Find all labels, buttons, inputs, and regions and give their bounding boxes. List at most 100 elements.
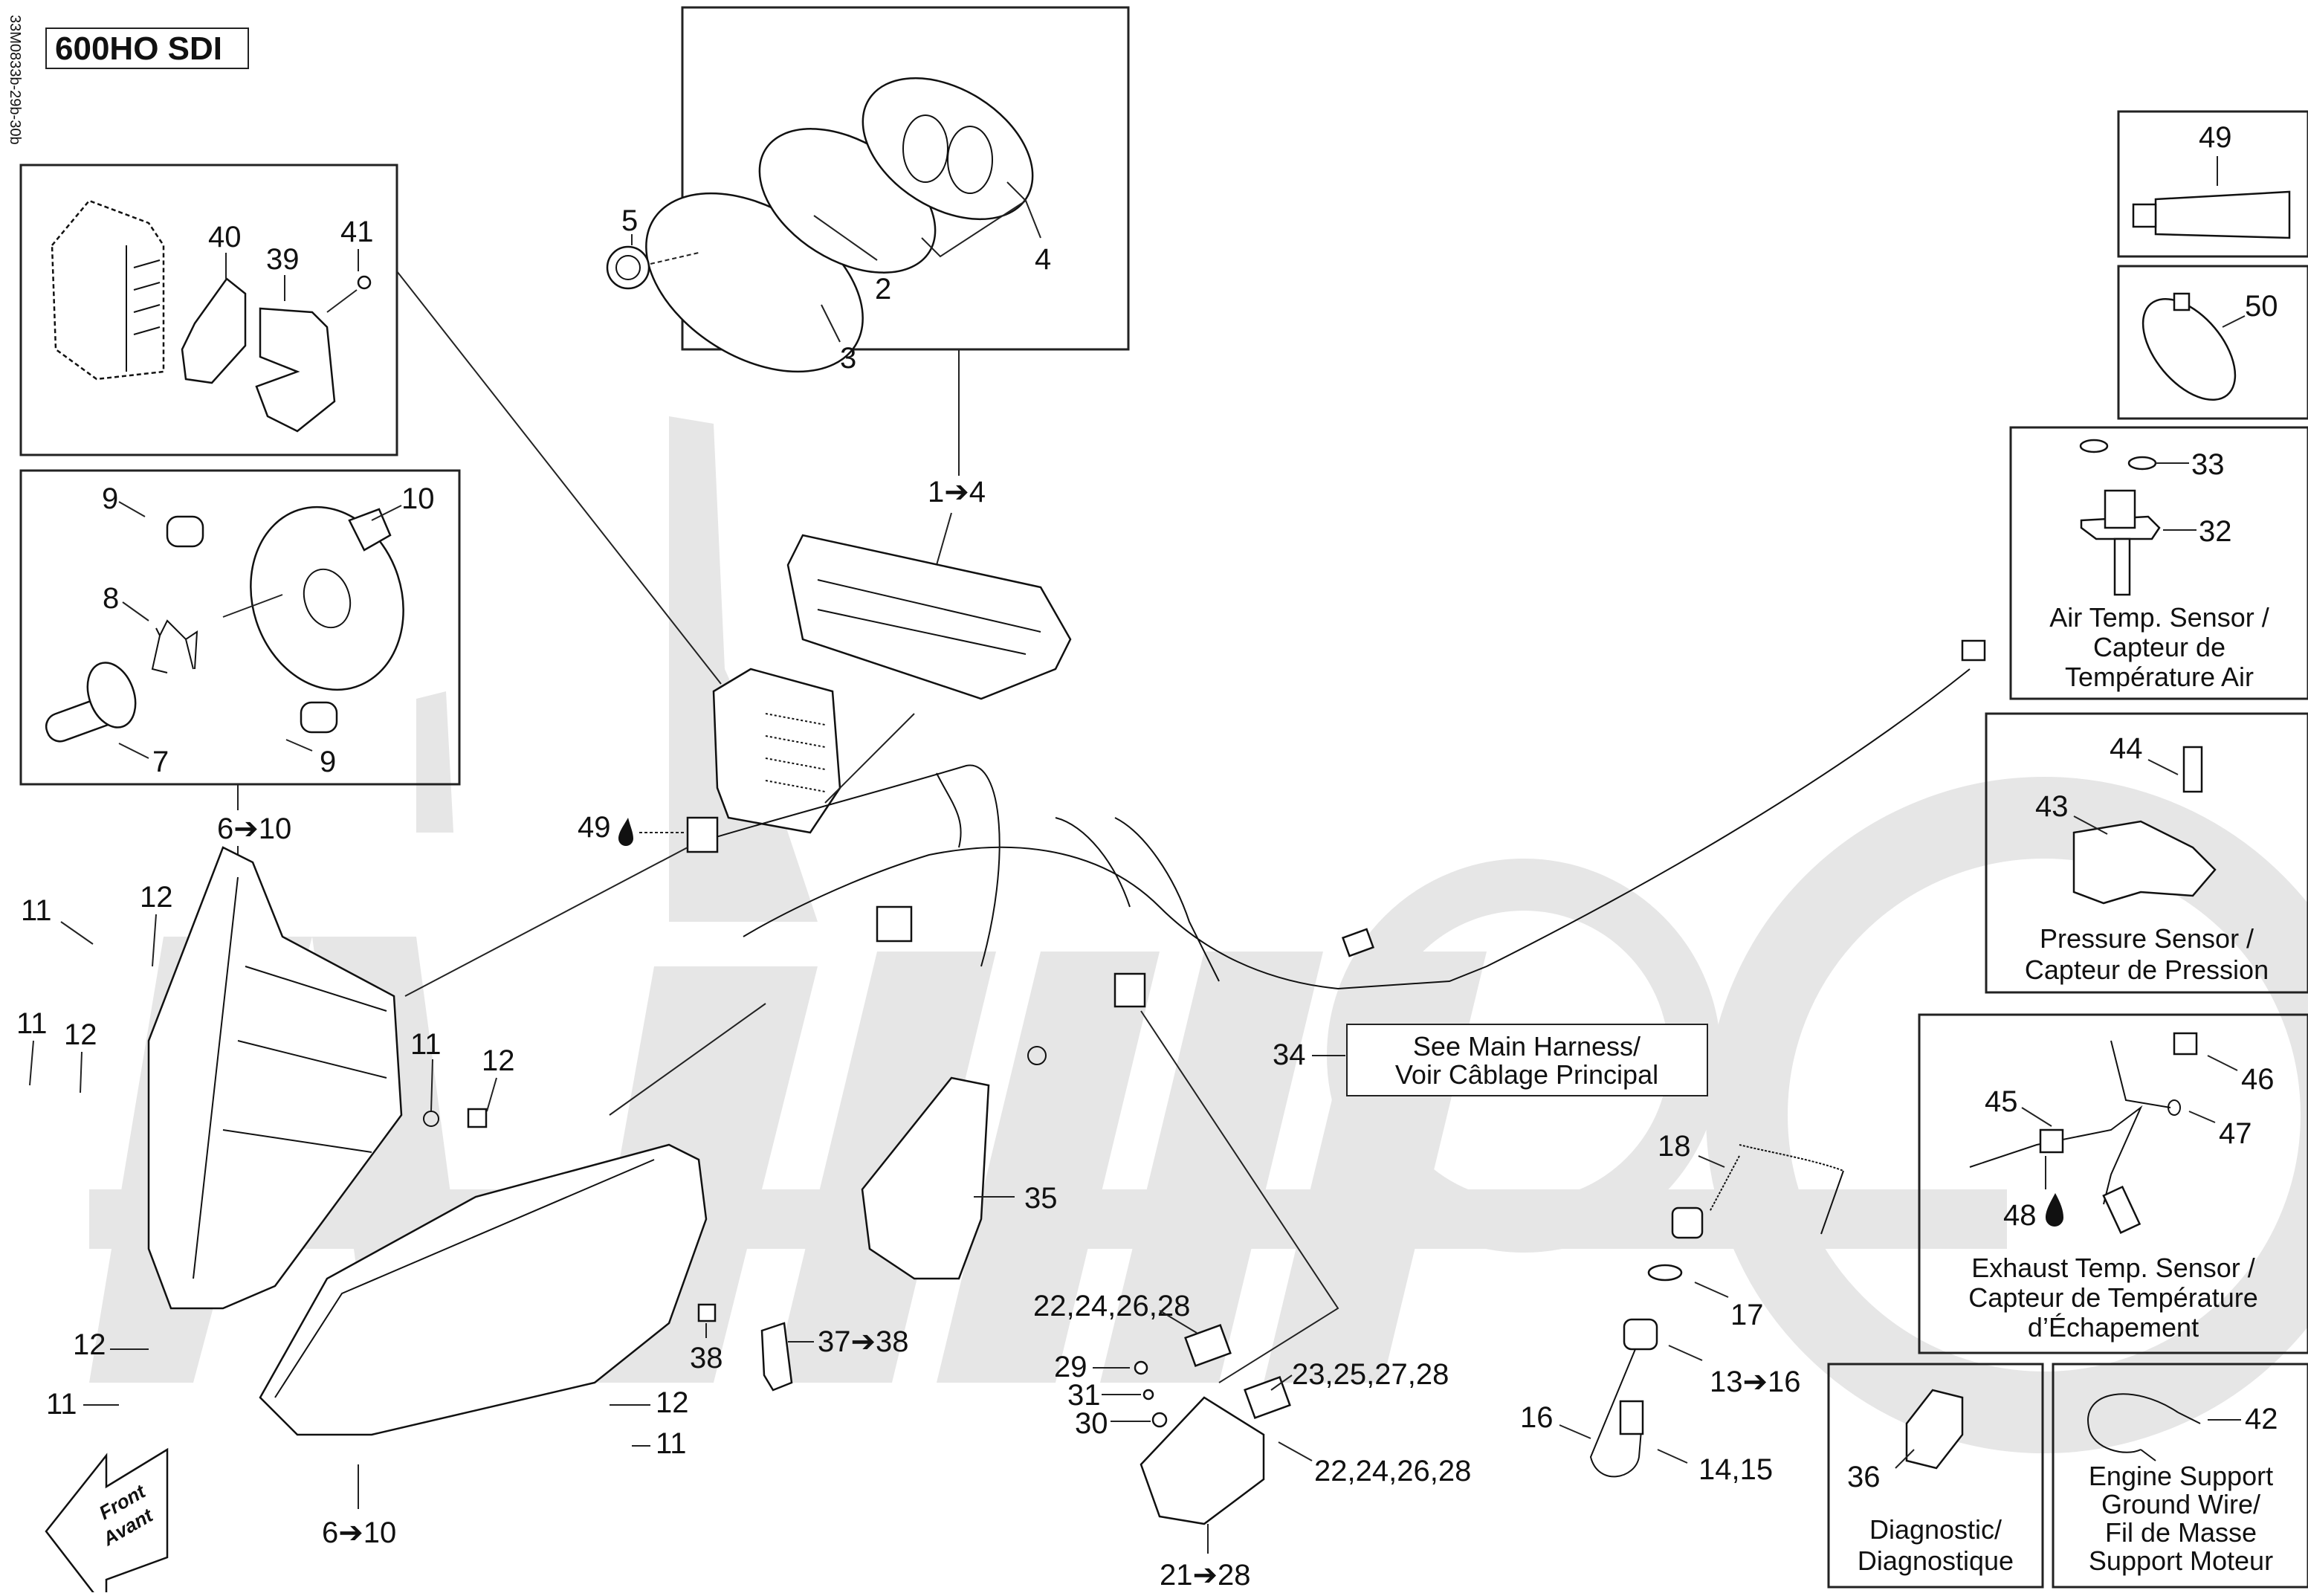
sensor-probe [2113, 537, 2131, 596]
callout-18: 18 [1658, 1130, 1691, 1163]
callout-11-b: 11 [16, 1007, 48, 1040]
panel-frame [681, 6, 1130, 351]
panel-frame [1918, 1013, 2308, 1354]
part-9-boot [166, 515, 204, 548]
callout-1-4: 1➔4 [928, 476, 986, 508]
part-17-ring [1647, 1264, 1683, 1282]
tie-strap [2141, 297, 2237, 401]
headlight-housing-left: 11 12 11 12 11 12 12 11 [16, 846, 515, 1421]
callout-8: 8 [103, 582, 119, 615]
ground-caption-1: Engine Support [2089, 1461, 2273, 1491]
callout-46: 46 [2241, 1063, 2275, 1096]
tube-cap [2132, 203, 2157, 228]
headlight-right: 6➔10 12 11 [259, 1143, 708, 1549]
part-16-wire [1589, 1348, 1643, 1478]
panel-pressure-sensor: 44 43 Pressure Sensor / Capteur de Press… [1985, 712, 2308, 994]
part-37-bracket [760, 1322, 793, 1392]
callout-38: 38 [690, 1342, 723, 1374]
part-41-screw [357, 275, 372, 290]
callout-12-c: 12 [482, 1044, 515, 1077]
callout-9: 9 [102, 482, 118, 515]
panel-frame [2117, 110, 2308, 258]
part-35-bracket [861, 1076, 990, 1280]
drawing-code: 33M0833b-29b-30b [7, 15, 23, 145]
model-badge [45, 28, 249, 69]
connector-49 [686, 816, 719, 853]
watermark-spire [669, 416, 818, 922]
pressure-caption-2: Capteur de Pression [2025, 954, 2269, 985]
callout-50: 50 [2245, 290, 2278, 323]
instrument-cluster [786, 534, 1072, 700]
part-14-connector [1619, 1400, 1644, 1435]
callout-49-panel: 49 [2199, 121, 2232, 154]
front-arrow: Front Avant [45, 1447, 169, 1596]
coil-cord [1709, 1144, 1844, 1212]
callout-5: 5 [621, 204, 638, 237]
callout-9-lower: 9 [320, 746, 336, 778]
panel-frame [1985, 712, 2308, 994]
headlight-lens [259, 1143, 708, 1436]
callout-35: 35 [1024, 1182, 1058, 1215]
callout-6-10-top: 6➔10 [217, 812, 291, 845]
headlight-housing [147, 846, 403, 1310]
ground-caption-3: Fil de Masse [2105, 1517, 2257, 1548]
connector-22 [1184, 1324, 1232, 1367]
washer-31 [1142, 1389, 1154, 1400]
clip-46 [2173, 1032, 2198, 1056]
callout-47: 47 [2219, 1117, 2252, 1150]
panel-tie-strap: 50 [2117, 265, 2308, 420]
callout-34: 34 [1273, 1038, 1306, 1071]
callout-36: 36 [1847, 1461, 1881, 1493]
callout-45: 45 [1985, 1085, 2018, 1118]
callout-4: 4 [1035, 243, 1051, 276]
diagnostic-caption-1: Diagnostic/ [1869, 1514, 2002, 1545]
panel-diagnostic: 36 Diagnostic/ Diagnostique [1827, 1363, 2044, 1589]
watermark-letter-m1 [937, 952, 1160, 1383]
harness-connector [1341, 928, 1375, 957]
callout-7: 7 [152, 746, 169, 778]
air-temp-caption-1: Air Temp. Sensor / [2049, 602, 2269, 633]
ground-caption-2: Ground Wire/ [2101, 1489, 2260, 1519]
module-bracket [1140, 1396, 1265, 1525]
callout-21-28: 21➔28 [1160, 1559, 1251, 1592]
callout-31: 31 [1067, 1379, 1101, 1412]
sensor-nut-45 [2039, 1128, 2064, 1154]
part-39-bracket [255, 307, 336, 433]
callout-3: 3 [840, 342, 856, 375]
callout-44: 44 [2110, 732, 2143, 765]
watermark-letter-m2 [1100, 952, 1323, 1383]
callout-12-a: 12 [140, 881, 173, 914]
panel-frame [19, 469, 461, 786]
callout-14-15: 14,15 [1698, 1453, 1773, 1486]
callout-41: 41 [340, 216, 374, 248]
pressure-sensor-body [2072, 820, 2217, 905]
wiring-harness [705, 668, 1971, 990]
callout-49-main: 49 [578, 811, 611, 844]
callout-42: 42 [2245, 1403, 2278, 1435]
callout-39: 39 [266, 243, 300, 276]
callout-6-10-bottom: 6➔10 [322, 1516, 396, 1549]
exhaust-caption-3: d’Échapement [2028, 1312, 2199, 1343]
callout-30: 30 [1075, 1407, 1108, 1440]
main-harness-note-line2: Voir Câblage Principal [1395, 1059, 1658, 1090]
panel-frame [1827, 1363, 2044, 1589]
sensor-body [2104, 489, 2136, 529]
callout-22-top: 22,24,26,28 [1033, 1290, 1190, 1322]
panel-frame [2052, 1363, 2308, 1589]
ground-wire [2087, 1393, 2179, 1453]
bolt-44 [2182, 746, 2203, 793]
drop-icon [618, 818, 633, 846]
part-10-tab [348, 508, 392, 552]
callout-17: 17 [1730, 1299, 1764, 1331]
part-8-spring [151, 619, 198, 673]
drop-icon [2046, 1193, 2063, 1227]
clip-12 [467, 1108, 488, 1128]
seal-33b [2127, 456, 2157, 471]
exhaust-sensor-wire [1969, 1105, 2143, 1205]
ecu [712, 668, 841, 834]
callout-12-d: 12 [73, 1328, 106, 1361]
arrow-shape [45, 1447, 169, 1596]
panel-air-temp-sensor: 33 32 Air Temp. Sensor / Capteur de Temp… [2009, 426, 2308, 700]
exhaust-caption-2: Capteur de Température [1968, 1282, 2258, 1313]
panel-ground-wire: 42 Engine Support Ground Wire/ Fil de Ma… [2052, 1363, 2308, 1589]
